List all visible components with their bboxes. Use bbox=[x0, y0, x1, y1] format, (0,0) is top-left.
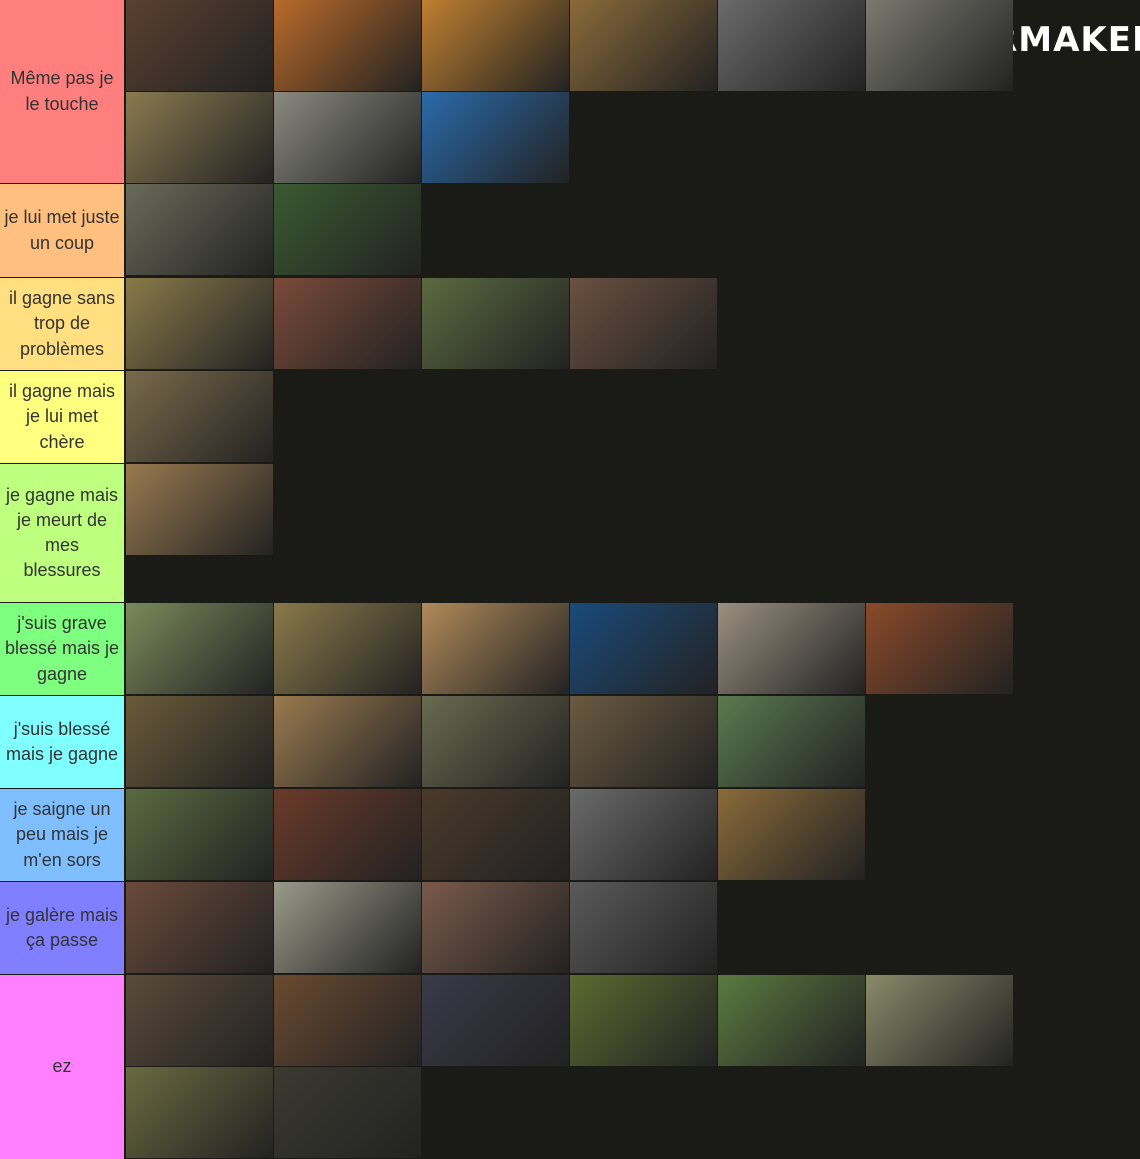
tier-item-crocodile[interactable] bbox=[126, 184, 273, 275]
tier-item-gorilla[interactable] bbox=[718, 0, 865, 91]
tier-row: j'suis grave blessé mais je gagne bbox=[0, 603, 1140, 695]
tier-item-rooster[interactable] bbox=[126, 882, 273, 973]
tier-item-piranha[interactable] bbox=[274, 789, 421, 880]
tier-item-spider[interactable] bbox=[422, 975, 569, 1066]
tier-item-bear[interactable] bbox=[126, 0, 273, 91]
tier-item-bull[interactable] bbox=[570, 278, 717, 369]
tier-item-sea-lion[interactable] bbox=[570, 603, 717, 694]
tier-item-horse[interactable] bbox=[126, 603, 273, 694]
tier-row: je lui met juste un coup bbox=[0, 184, 1140, 277]
tier-label[interactable]: ez bbox=[0, 975, 124, 1159]
tier-item-rhino[interactable] bbox=[274, 92, 421, 183]
tier-item-fox[interactable] bbox=[718, 696, 865, 787]
tier-item-meerkat[interactable] bbox=[718, 789, 865, 880]
tier-label[interactable]: je lui met juste un coup bbox=[0, 184, 124, 277]
tier-item-wildcat[interactable] bbox=[126, 789, 273, 880]
tier-item-giraffe[interactable] bbox=[274, 603, 421, 694]
tier-item-komodo[interactable] bbox=[422, 696, 569, 787]
tier-item-beaver[interactable] bbox=[274, 975, 421, 1066]
tier-item-warthog[interactable] bbox=[126, 371, 273, 462]
tier-item-elephant[interactable] bbox=[866, 0, 1013, 91]
tier-label[interactable]: je gagne mais je meurt de mes blessures bbox=[0, 464, 124, 602]
tier-item-hyena[interactable] bbox=[126, 464, 273, 555]
tier-row: Même pas je le touche bbox=[0, 0, 1140, 183]
tier-row: il gagne sans trop de problèmes bbox=[0, 278, 1140, 370]
tier-item-mosquito[interactable] bbox=[422, 882, 569, 973]
tier-item-buffalo[interactable] bbox=[126, 278, 273, 369]
tier-label[interactable]: j'suis blessé mais je gagne bbox=[0, 696, 124, 788]
tier-item-shark[interactable] bbox=[422, 92, 569, 183]
tier-item-orangutan[interactable] bbox=[866, 603, 1013, 694]
tier-label[interactable]: je galère mais ça passe bbox=[0, 882, 124, 974]
tier-row: je saigne un peu mais je m'en sors bbox=[0, 789, 1140, 881]
tier-label[interactable]: il gagne sans trop de problèmes bbox=[0, 278, 124, 370]
tier-row: j'suis blessé mais je gagne bbox=[0, 696, 1140, 788]
tier-item-snake[interactable] bbox=[126, 92, 273, 183]
tier-item-seal[interactable] bbox=[718, 603, 865, 694]
tier-item-swan[interactable] bbox=[274, 882, 421, 973]
tier-item-kangaroo[interactable] bbox=[422, 603, 569, 694]
tier-item-rabbit[interactable] bbox=[866, 975, 1013, 1066]
tier-item-ferret[interactable] bbox=[422, 789, 569, 880]
tier-item-deer[interactable] bbox=[126, 696, 273, 787]
tier-item-mole[interactable] bbox=[274, 1067, 421, 1158]
tier-item-panda[interactable] bbox=[274, 184, 421, 275]
tier-row: ez bbox=[0, 975, 1140, 1159]
tier-row: je gagne mais je meurt de mes blessures bbox=[0, 464, 1140, 602]
tier-item-lion[interactable] bbox=[422, 0, 569, 91]
tier-item-camel[interactable] bbox=[274, 696, 421, 787]
tier-item-raccoon[interactable] bbox=[570, 789, 717, 880]
tier-item-tiger[interactable] bbox=[274, 0, 421, 91]
tier-label[interactable]: je saigne un peu mais je m'en sors bbox=[0, 789, 124, 881]
tier-item-iguana[interactable] bbox=[718, 975, 865, 1066]
tier-item-scorpion[interactable] bbox=[570, 882, 717, 973]
tier-item-mouflon[interactable] bbox=[570, 696, 717, 787]
tier-item-tortoise[interactable] bbox=[126, 1067, 273, 1158]
tier-row: il gagne mais je lui met chère bbox=[0, 371, 1140, 463]
tier-label[interactable]: Même pas je le touche bbox=[0, 0, 124, 183]
tier-item-wolf[interactable] bbox=[422, 278, 569, 369]
tier-item-hedgehog[interactable] bbox=[570, 975, 717, 1066]
tier-row: je galère mais ça passe bbox=[0, 882, 1140, 974]
tier-item-jaguar[interactable] bbox=[570, 0, 717, 91]
tier-item-hippo[interactable] bbox=[274, 278, 421, 369]
tier-item-eagle[interactable] bbox=[126, 975, 273, 1066]
tier-label[interactable]: il gagne mais je lui met chère bbox=[0, 371, 124, 463]
tier-label[interactable]: j'suis grave blessé mais je gagne bbox=[0, 603, 124, 695]
